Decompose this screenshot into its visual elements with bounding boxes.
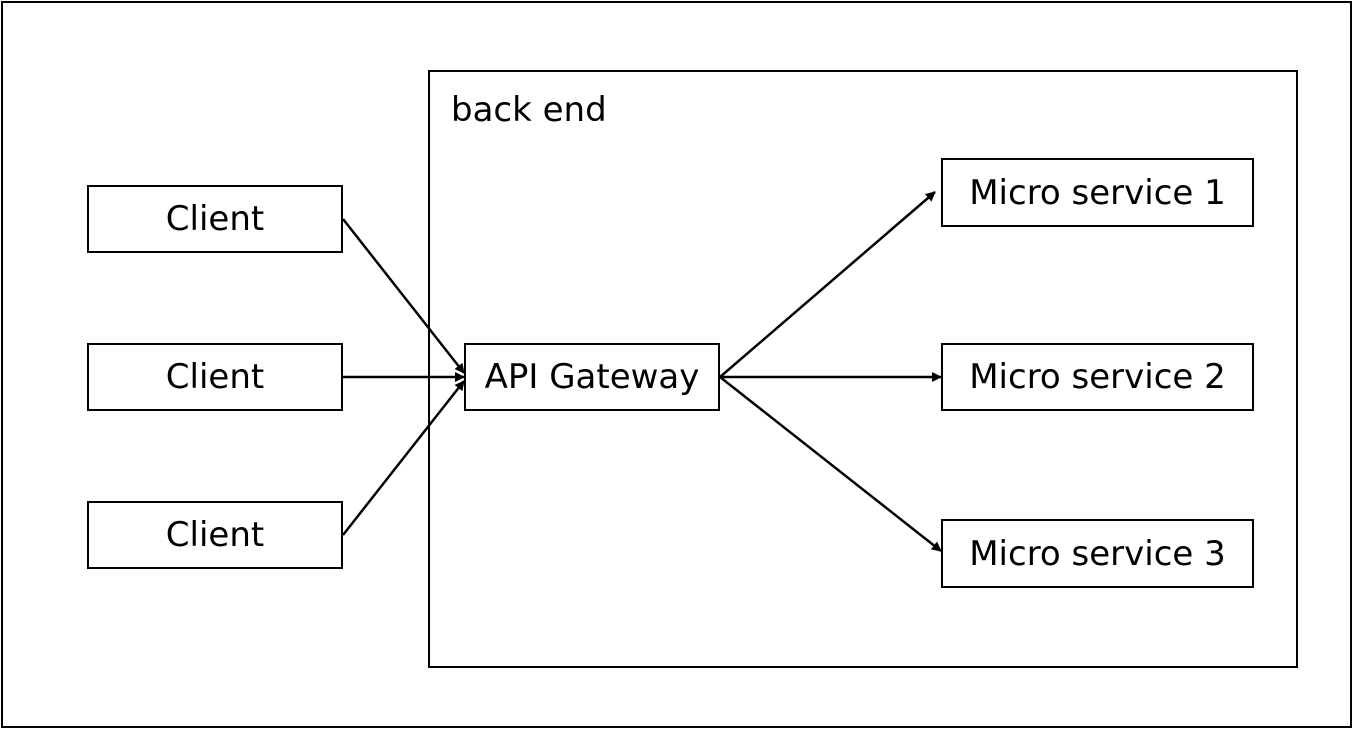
api-gateway-node: API Gateway [464, 343, 720, 411]
backend-label: back end [451, 90, 607, 130]
client-node: Client [87, 185, 343, 253]
micro-service-node-2: Micro service 2 [941, 343, 1254, 411]
micro-service-node-1: Micro service 1 [941, 158, 1254, 227]
client-node: Client [87, 343, 343, 411]
client-node: Client [87, 501, 343, 569]
micro-service-node-3: Micro service 3 [941, 519, 1254, 588]
